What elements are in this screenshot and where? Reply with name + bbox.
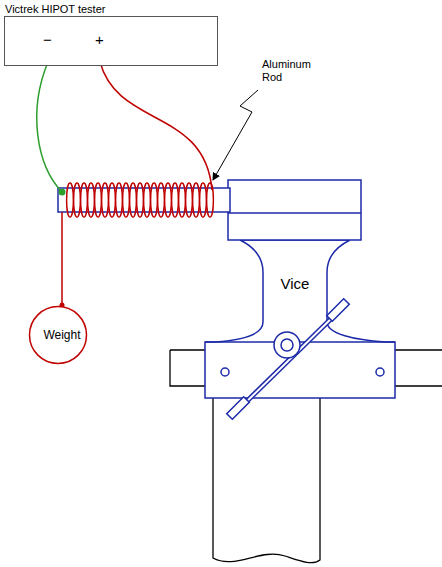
vice-label-area: Vice: [266, 272, 324, 294]
node-label: Vice: [266, 275, 324, 292]
coil-turn: [165, 183, 172, 217]
device-title: Victrek HIPOT tester: [5, 2, 105, 16]
leader-line: [213, 90, 258, 180]
positive-lead: [100, 62, 212, 190]
coil-turn: [144, 183, 151, 217]
coil-turn: [116, 183, 123, 217]
coil-turn: [95, 183, 102, 217]
coil-turn: [74, 183, 81, 217]
coil-turn: [67, 183, 74, 217]
terminal-sign: +: [95, 33, 104, 47]
part-label: Aluminum Rod: [262, 58, 314, 84]
negative-lead: [37, 62, 62, 192]
coil-turn: [151, 183, 158, 217]
weight-circle: Weight: [28, 305, 96, 365]
node-label: Weight: [28, 328, 96, 342]
coil-turn: [123, 183, 130, 217]
coil-turn: [81, 183, 88, 217]
coil-turn: [172, 183, 179, 217]
weight-wire: [61, 212, 63, 305]
lead-junction: [59, 189, 66, 196]
coil-turn: [130, 183, 137, 217]
coil-turn: [200, 183, 207, 217]
coil-turn: [158, 183, 165, 217]
coil-turn: [102, 183, 109, 217]
coil-winding: [67, 183, 214, 217]
coil-turn: [186, 183, 193, 217]
terminal-sign: −: [43, 33, 52, 47]
coil-turn: [179, 183, 186, 217]
coil-turn: [109, 183, 116, 217]
coil-turn: [137, 183, 144, 217]
vice-drawing: [205, 180, 395, 419]
coil-turn: [88, 183, 95, 217]
coil-turn: [193, 183, 200, 217]
hipot-tester: Victrek HIPOT tester−+: [4, 16, 218, 66]
